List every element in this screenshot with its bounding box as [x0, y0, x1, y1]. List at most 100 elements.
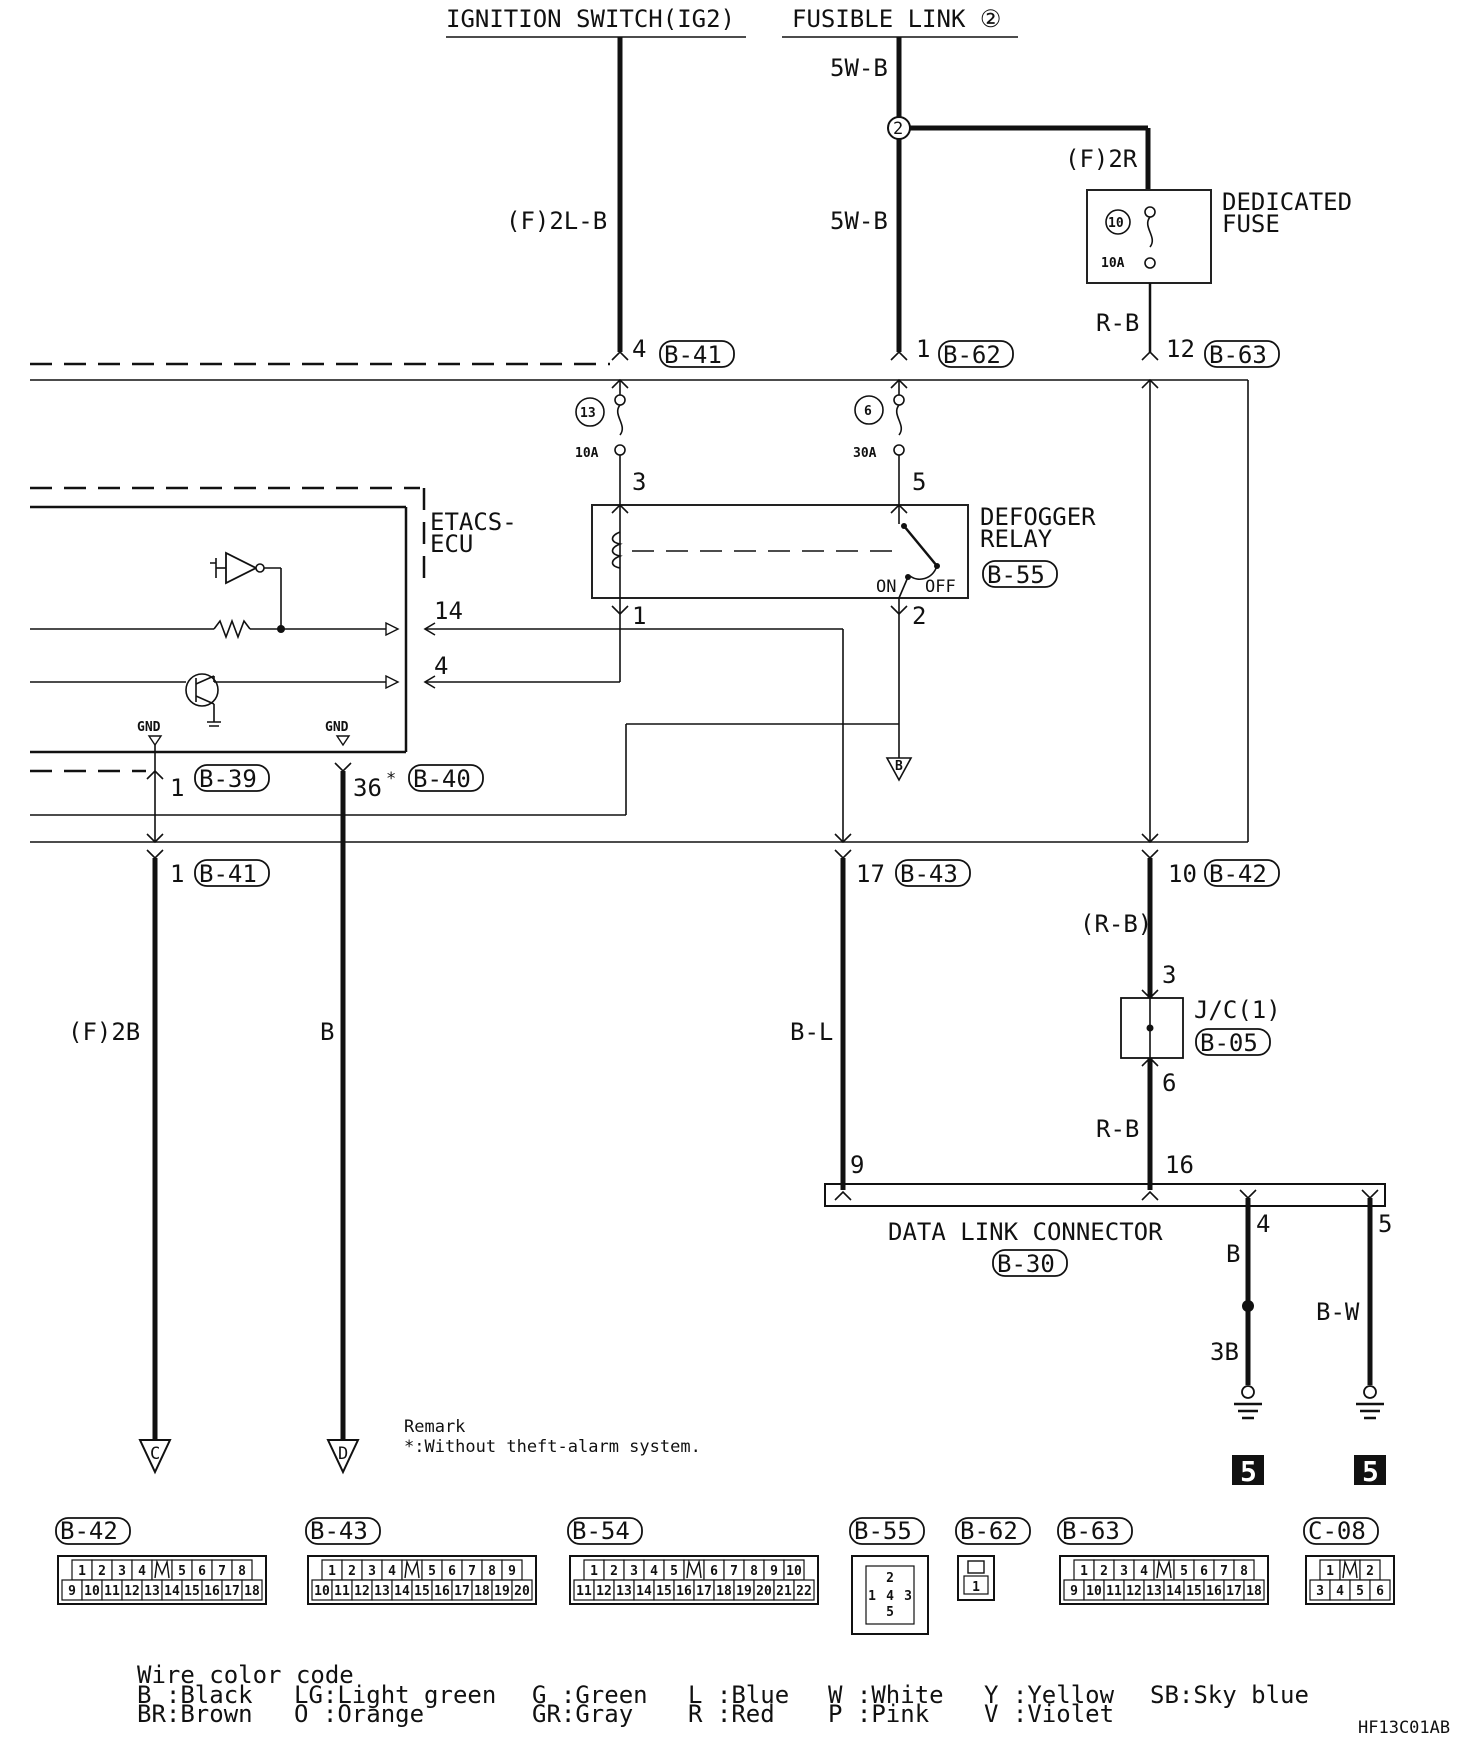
conn-b30: B-30 [997, 1250, 1055, 1278]
fuse6-number: 6 [864, 404, 872, 419]
connector-pin: 6 [198, 1564, 206, 1579]
wire-3b: 3B [1210, 1338, 1239, 1366]
connector-pin: 2 [1366, 1564, 1374, 1579]
connector-pin: 14 [394, 1584, 410, 1599]
cc-col1-1: BR:Brown [137, 1700, 253, 1728]
connector-pin: 17 [224, 1584, 240, 1599]
connector-pin: 12 [354, 1584, 370, 1599]
dedicated-fuse-label-2: FUSE [1222, 210, 1280, 238]
connector-pin: 1 [1080, 1564, 1088, 1579]
cc-col5-1: P :Pink [828, 1700, 930, 1728]
connector-label: B-63 [1062, 1517, 1120, 1545]
connector-pin: 4 [1140, 1564, 1148, 1579]
fuse10-amp: 10A [1101, 256, 1125, 271]
connector-pin: 1 [590, 1564, 598, 1579]
pin-4-b41: 4 [632, 335, 646, 363]
etacs-label-1: ETACS- [430, 508, 517, 536]
wire-5wb-top: 5W-B [830, 54, 888, 82]
connector-pin: 1 [78, 1564, 86, 1579]
fusible-link-number: 2 [893, 119, 903, 139]
connector-pin: 14 [1166, 1584, 1182, 1599]
connector-pin: 13 [616, 1584, 632, 1599]
wire-f2r: (F)2R [1065, 145, 1138, 173]
connector-pin: 2 [610, 1564, 618, 1579]
connector-pin: 8 [1240, 1564, 1248, 1579]
connector-pin: 11 [334, 1584, 350, 1599]
connector-pin: 2 [348, 1564, 356, 1579]
connector-pin: 3 [630, 1564, 638, 1579]
cc-col1-0: B :Black [137, 1681, 253, 1709]
wire-bw: B-W [1316, 1298, 1360, 1326]
fuse10-number: 10 [1108, 216, 1124, 231]
connector-pin: 3 [1316, 1584, 1324, 1599]
remark-title: Remark [404, 1417, 465, 1437]
conn-b39: B-39 [199, 765, 257, 793]
connector-pin: 6 [710, 1564, 718, 1579]
connector-pin: 14 [636, 1584, 652, 1599]
connector-pin: 10 [1086, 1584, 1102, 1599]
pin-1-relay: 1 [632, 602, 646, 630]
connector-pin: 7 [468, 1564, 476, 1579]
cc-col3-1: GR:Gray [532, 1700, 633, 1728]
wire-5wb-mid: 5W-B [830, 207, 888, 235]
conn-b05: B-05 [1200, 1029, 1258, 1057]
connector-pin: 18 [716, 1584, 732, 1599]
color-code-title: Wire color code [137, 1661, 354, 1689]
connector-pin: 13 [144, 1584, 160, 1599]
etacs-label-2: ECU [430, 530, 473, 558]
connector-label: B-55 [854, 1517, 912, 1545]
connector-pin: 7 [730, 1564, 738, 1579]
connector-pin: 9 [508, 1564, 516, 1579]
connector-pin: 4 [650, 1564, 658, 1579]
connector-pin: 2 [98, 1564, 106, 1579]
connector-pin: 19 [494, 1584, 510, 1599]
connector-pin: 10 [314, 1584, 330, 1599]
pin-2-relay: 2 [912, 602, 926, 630]
connector-pin: 8 [488, 1564, 496, 1579]
connector-pin: 1 [972, 1580, 980, 1595]
jc-label: J/C(1) [1194, 996, 1281, 1024]
connector-pin: 15 [656, 1584, 672, 1599]
ground-5b: 5 [1362, 1455, 1379, 1488]
cc-col6-1: V :Violet [984, 1700, 1114, 1728]
defogger-label-2: RELAY [980, 525, 1053, 553]
connector-pin: 1 [1326, 1564, 1334, 1579]
off-label: OFF [925, 577, 956, 597]
connector-pin: 3 [118, 1564, 126, 1579]
pin-3: 3 [632, 468, 646, 496]
off-page-d: D [338, 1444, 348, 1464]
connector-pin: 15 [1186, 1584, 1202, 1599]
connector-pin: 18 [474, 1584, 490, 1599]
cc-col4-1: R :Red [688, 1700, 775, 1728]
connector-pin: 7 [218, 1564, 226, 1579]
connector-pin: 8 [238, 1564, 246, 1579]
pin-17: 17 [856, 860, 885, 888]
on-label: ON [876, 577, 896, 597]
connector-pin: 16 [204, 1584, 220, 1599]
connector-pin: 18 [1246, 1584, 1262, 1599]
pin-4-ecu: 4 [434, 652, 448, 680]
connector-pin: 4 [388, 1564, 396, 1579]
pin-10: 10 [1168, 860, 1197, 888]
pin-14-ecu: 14 [434, 597, 463, 625]
pin-6-jc: 6 [1162, 1069, 1176, 1097]
gnd-label-1: GND [137, 720, 161, 735]
connector-pin: 4 [138, 1564, 146, 1579]
wire-f2b: (F)2B [68, 1018, 140, 1046]
pin-1-b62: 1 [916, 335, 930, 363]
connector-pin: 2 [886, 1571, 894, 1586]
fusible-link-label: FUSIBLE LINK ② [792, 5, 1001, 33]
pin-36: 36 [353, 774, 382, 802]
connector-pin: 5 [1356, 1584, 1364, 1599]
connector-pin: 5 [178, 1564, 186, 1579]
connector-pin: 16 [1206, 1584, 1222, 1599]
cc-col3-0: G :Green [532, 1681, 648, 1709]
conn-b55-relay: B-55 [987, 561, 1045, 589]
figure-id: HF13C01AB [1358, 1718, 1450, 1738]
connector-pin: 12 [596, 1584, 612, 1599]
pin-3-jc: 3 [1162, 961, 1176, 989]
connector-pin: 14 [164, 1584, 180, 1599]
connector-pin: 5 [428, 1564, 436, 1579]
wire-bl: B-L [790, 1018, 833, 1046]
ground-5a: 5 [1240, 1455, 1257, 1488]
